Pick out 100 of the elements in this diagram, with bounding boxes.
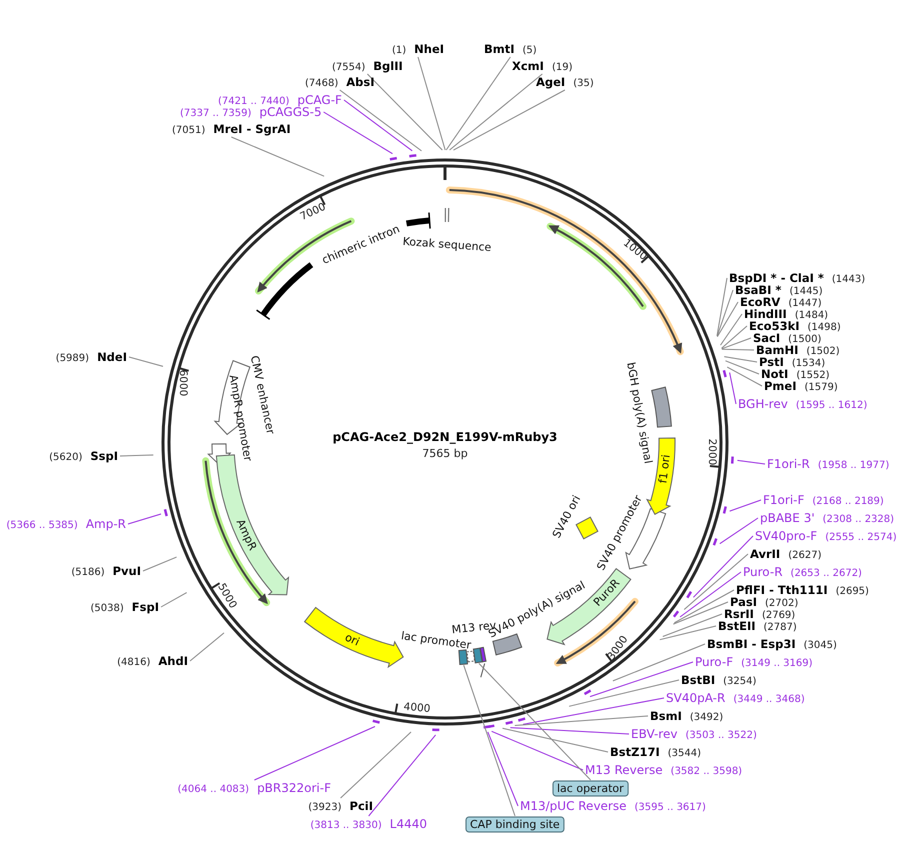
leader-line xyxy=(692,536,754,598)
site-label: PflFI - Tth111I (2695) xyxy=(736,583,869,597)
site-label: (5186) PvuI xyxy=(71,564,141,578)
leader-line xyxy=(344,100,413,152)
site-label: BstEII (2787) xyxy=(718,619,797,633)
leader-line xyxy=(254,726,376,780)
leader-line xyxy=(719,518,758,544)
primer-label: M13 Reverse (3582 .. 3598) xyxy=(585,763,742,777)
site-label: BamHI (1502) xyxy=(756,343,840,357)
site-label: EcoRV (1447) xyxy=(740,295,822,309)
primer-label: BGH-rev (1595 .. 1612) xyxy=(738,397,868,411)
leader-line xyxy=(590,662,694,698)
leader-line xyxy=(502,728,608,752)
leader-line xyxy=(142,556,178,572)
leader-line xyxy=(453,90,566,151)
label-tag: CAP binding site xyxy=(466,816,564,832)
primer-label: M13/pUC Reverse (3595 .. 3617) xyxy=(520,799,706,813)
primer-label: (4064 .. 4083) pBR322ori-F xyxy=(178,781,331,795)
site-label: BsmI (3492) xyxy=(650,709,724,723)
site-label: (4816) AhdI xyxy=(117,654,188,668)
primer-label: F1ori-R (1958 .. 1977) xyxy=(767,457,890,471)
leader-line xyxy=(736,460,766,464)
leader-line xyxy=(449,74,543,150)
site-label: PasI (2702) xyxy=(730,595,798,609)
leader-line xyxy=(716,278,728,336)
tick-label: 2000 xyxy=(706,438,718,466)
site-label: BspDI * - ClaI * (1443) xyxy=(729,271,866,285)
leader-line xyxy=(128,514,162,524)
leader-line xyxy=(725,360,760,374)
site-label: NotI (1552) xyxy=(761,367,830,381)
primer-label: (5366 .. 5385) Amp-R xyxy=(6,517,126,531)
leader-line xyxy=(674,590,734,624)
leader-line xyxy=(478,662,592,780)
primer-label: Puro-R (2653 .. 2672) xyxy=(743,565,862,579)
site-label: (7468) AbsI xyxy=(305,75,375,89)
tick-label: 4000 xyxy=(403,700,431,716)
site-label: XcmI (19) xyxy=(512,59,572,73)
leader-line xyxy=(680,572,742,618)
leader-line xyxy=(446,56,511,150)
plasmid-length: 7565 bp xyxy=(422,447,468,460)
site-label: BstZ17I (3544) xyxy=(610,745,701,759)
site-label: SacI (1500) xyxy=(753,331,822,345)
plasmid-name: pCAG-Ace2_D92N_E199V-mRuby3 xyxy=(332,430,558,444)
primer-label: F1ori-F (2168 .. 2189) xyxy=(763,493,884,507)
leader-line xyxy=(568,680,680,707)
leader-line xyxy=(659,626,716,640)
leader-line xyxy=(366,74,443,150)
site-label: (5038) FspI xyxy=(90,600,159,614)
site-label: AvrII (2627) xyxy=(750,547,822,561)
leader-line xyxy=(662,614,722,637)
leader-line xyxy=(726,366,762,386)
primer-label: EBV-rev (3503 .. 3522) xyxy=(631,727,757,741)
site-label: PmeI (1579) xyxy=(764,379,838,393)
feature-block: SV40 ori xyxy=(550,493,598,540)
primer-label: Puro-F (3149 .. 3169) xyxy=(695,655,813,669)
site-label: RsrII (2769) xyxy=(724,607,796,621)
leader-line xyxy=(491,730,584,770)
leader-line xyxy=(160,592,188,608)
tick-label: 6000 xyxy=(177,370,190,396)
site-label: (7051) MreI - SgrAI xyxy=(172,122,291,136)
leader-line xyxy=(729,500,762,512)
site-label: (5620) SspI xyxy=(49,449,118,463)
site-label: AgeI (35) xyxy=(536,75,594,89)
leader-line xyxy=(510,727,630,734)
leader-line xyxy=(190,632,224,662)
leader-line xyxy=(230,136,325,177)
leader-line xyxy=(514,716,648,726)
leader-line xyxy=(724,356,758,362)
site-label: PstI (1534) xyxy=(759,355,826,369)
site-label: (5989) NdeI xyxy=(56,350,127,364)
leader-line xyxy=(721,348,754,350)
primer-label: (7421 .. 7440) pCAG-F xyxy=(218,93,342,107)
site-label: (7554) BglII xyxy=(332,59,403,73)
primer-label: (7337 .. 7359) pCAGGS-5 xyxy=(180,105,322,119)
label-tag: lac operator xyxy=(552,780,629,796)
leader-line xyxy=(716,290,734,337)
site-label: (3923) PciI xyxy=(308,799,373,813)
primer-label: SV40pro-F (2555 .. 2574) xyxy=(755,529,897,543)
leader-line xyxy=(120,454,154,456)
leader-line xyxy=(522,698,664,725)
primer-label: SV40pA-R (3449 .. 3468) xyxy=(666,691,805,705)
leader-line xyxy=(128,356,164,367)
leader-line xyxy=(323,112,393,154)
leader-line xyxy=(721,326,748,349)
leader-line xyxy=(721,338,752,350)
leader-line xyxy=(612,644,706,682)
site-label: HindIII (1484) xyxy=(744,307,828,321)
leader-line xyxy=(716,302,738,338)
leader-line xyxy=(340,732,412,798)
leader-line xyxy=(672,602,728,625)
site-label: BsmBI - Esp3I (3045) xyxy=(707,637,837,651)
primer-label: pBABE 3' (2308 .. 2328) xyxy=(760,511,894,525)
leader-line xyxy=(684,554,748,610)
primer-label: (3813 .. 3830) L4440 xyxy=(310,817,427,831)
site-label: BmtI (5) xyxy=(484,42,537,56)
site-label: BstBI (3254) xyxy=(681,673,756,687)
site-label: Eco53kI (1498) xyxy=(749,319,841,333)
leader-line xyxy=(487,731,518,806)
leader-line xyxy=(418,56,446,150)
leader-line xyxy=(339,90,422,152)
